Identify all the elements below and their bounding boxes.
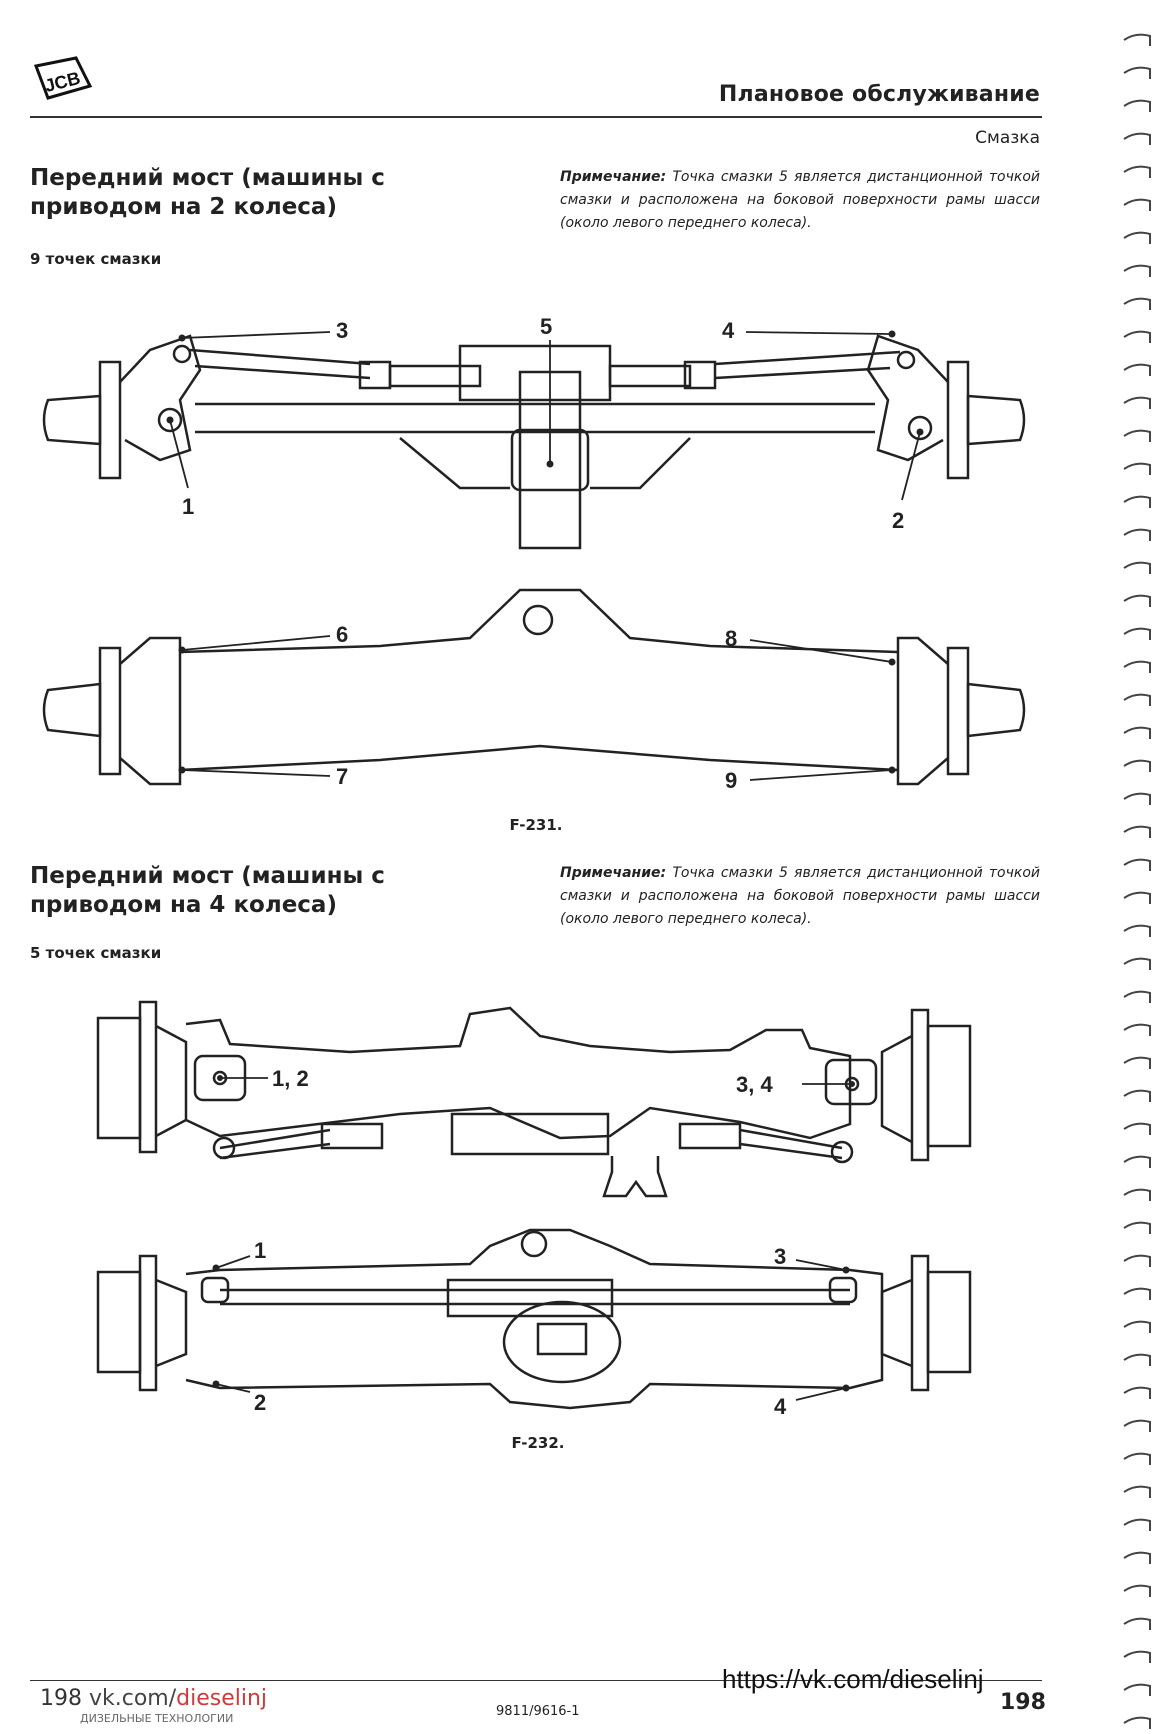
spiral-ring	[1123, 891, 1151, 904]
jcb-logo: JCB	[32, 56, 93, 100]
spiral-ring	[1123, 825, 1151, 838]
spiral-ring	[1123, 1320, 1151, 1333]
spiral-ring	[1123, 561, 1151, 574]
callout-3: 3	[336, 318, 348, 343]
spiral-ring	[1123, 165, 1151, 178]
section1-note-label: Примечание:	[560, 169, 667, 185]
callout-2: 2	[892, 508, 904, 533]
footer-site-a: vk.com/	[89, 1686, 177, 1711]
spiral-ring	[1123, 1254, 1151, 1267]
spiral-ring	[1123, 1518, 1151, 1531]
section1-note-text: Точка смазки 5 является дистанционной то…	[560, 169, 1040, 231]
spiral-ring	[1123, 660, 1151, 673]
section2-note-text: Точка смазки 5 является дистанционной то…	[560, 865, 1040, 927]
spiral-ring	[1123, 264, 1151, 277]
spiral-ring	[1123, 66, 1151, 79]
spiral-ring	[1123, 1353, 1151, 1366]
header-divider	[30, 116, 1042, 118]
spiral-ring	[1123, 132, 1151, 145]
callout-bottom-2: 2	[254, 1390, 266, 1415]
spiral-ring	[1123, 1485, 1151, 1498]
section2-note-label: Примечание:	[560, 865, 667, 881]
spiral-ring	[1123, 792, 1151, 805]
section2-note: Примечание: Точка смазки 5 является дист…	[560, 862, 1040, 931]
spiral-ring	[1123, 1122, 1151, 1135]
section1-points: 9 точек смазки	[30, 250, 162, 268]
callout-5: 5	[540, 314, 552, 339]
spiral-binding	[1123, 33, 1151, 1729]
spiral-ring	[1123, 429, 1151, 442]
callout-4: 4	[722, 318, 735, 343]
spiral-ring	[1123, 1023, 1151, 1036]
spiral-ring	[1123, 396, 1151, 409]
callout-6: 6	[336, 622, 348, 647]
footer-page-left: 198	[40, 1686, 82, 1711]
spiral-ring	[1123, 1386, 1151, 1399]
spiral-ring	[1123, 1155, 1151, 1168]
callout-1: 1	[182, 494, 194, 519]
footer-doc-number: 9811/9616-1	[496, 1704, 580, 1719]
callout-8: 8	[725, 626, 737, 651]
spiral-ring	[1123, 1419, 1151, 1432]
axle-4wd-top-view: 1, 2 3, 4	[96, 1000, 972, 1198]
spiral-ring	[1123, 858, 1151, 871]
section2-title: Передний мост (машины с приводом на 4 ко…	[30, 863, 385, 918]
spiral-ring	[1123, 693, 1151, 706]
spiral-ring	[1123, 990, 1151, 1003]
spiral-ring	[1123, 1716, 1151, 1729]
spiral-ring	[1123, 1188, 1151, 1201]
spiral-ring	[1123, 594, 1151, 607]
spiral-ring	[1123, 1089, 1151, 1102]
spiral-ring	[1123, 231, 1151, 244]
header-subtitle: Смазка	[975, 128, 1040, 148]
spiral-ring	[1123, 33, 1151, 46]
spiral-ring	[1123, 330, 1151, 343]
spiral-ring	[1123, 1221, 1151, 1234]
figure-label-f231: F-231.	[509, 816, 563, 834]
spiral-ring	[1123, 297, 1151, 310]
spiral-ring	[1123, 495, 1151, 508]
footer-site-b: dieselinj	[176, 1686, 268, 1711]
spiral-ring	[1123, 1650, 1151, 1663]
footer-url-link[interactable]: https://vk.com/dieselinj	[722, 1664, 984, 1694]
callout-7: 7	[336, 764, 348, 789]
spiral-ring	[1123, 99, 1151, 112]
spiral-ring	[1123, 1683, 1151, 1696]
section1-title: Передний мост (машины с приводом на 2 ко…	[30, 165, 385, 220]
spiral-ring	[1123, 726, 1151, 739]
spiral-ring	[1123, 1617, 1151, 1630]
header-title: Плановое обслуживание	[718, 82, 1040, 107]
callout-bottom-4: 4	[774, 1394, 787, 1419]
section2-points: 5 точек смазки	[30, 944, 162, 962]
figure-label-f232: F-232.	[511, 1434, 565, 1452]
spiral-ring	[1123, 1584, 1151, 1597]
footer-watermark: 198 vk.com/dieselinj	[40, 1686, 267, 1711]
axle-4wd-front-view: 1 3 2 4	[96, 1228, 972, 1419]
callout-9: 9	[725, 768, 737, 793]
axle-2wd-front-view: 6 8 7 9	[42, 588, 1026, 793]
footer-tagline: ДИЗЕЛЬНЫЕ ТЕХНОЛОГИИ	[80, 1712, 234, 1725]
spiral-ring	[1123, 1551, 1151, 1564]
spiral-ring	[1123, 924, 1151, 937]
callout-1-2: 1, 2	[272, 1066, 309, 1091]
spiral-ring	[1123, 198, 1151, 211]
spiral-ring	[1123, 363, 1151, 376]
footer-divider	[30, 1680, 1042, 1681]
spiral-ring	[1123, 1287, 1151, 1300]
spiral-ring	[1123, 957, 1151, 970]
spiral-ring	[1123, 1056, 1151, 1069]
footer-page-number: 198	[1000, 1690, 1046, 1715]
callout-bottom-3: 3	[774, 1244, 786, 1269]
spiral-ring	[1123, 1452, 1151, 1465]
spiral-ring	[1123, 462, 1151, 475]
section1-note: Примечание: Точка смазки 5 является дист…	[560, 166, 1040, 235]
callout-bottom-1: 1	[254, 1238, 266, 1263]
callout-3-4: 3, 4	[736, 1072, 773, 1097]
axle-2wd-top-view: 3 5 4 1 2	[42, 314, 1026, 550]
spiral-ring	[1123, 627, 1151, 640]
spiral-ring	[1123, 528, 1151, 541]
spiral-ring	[1123, 759, 1151, 772]
